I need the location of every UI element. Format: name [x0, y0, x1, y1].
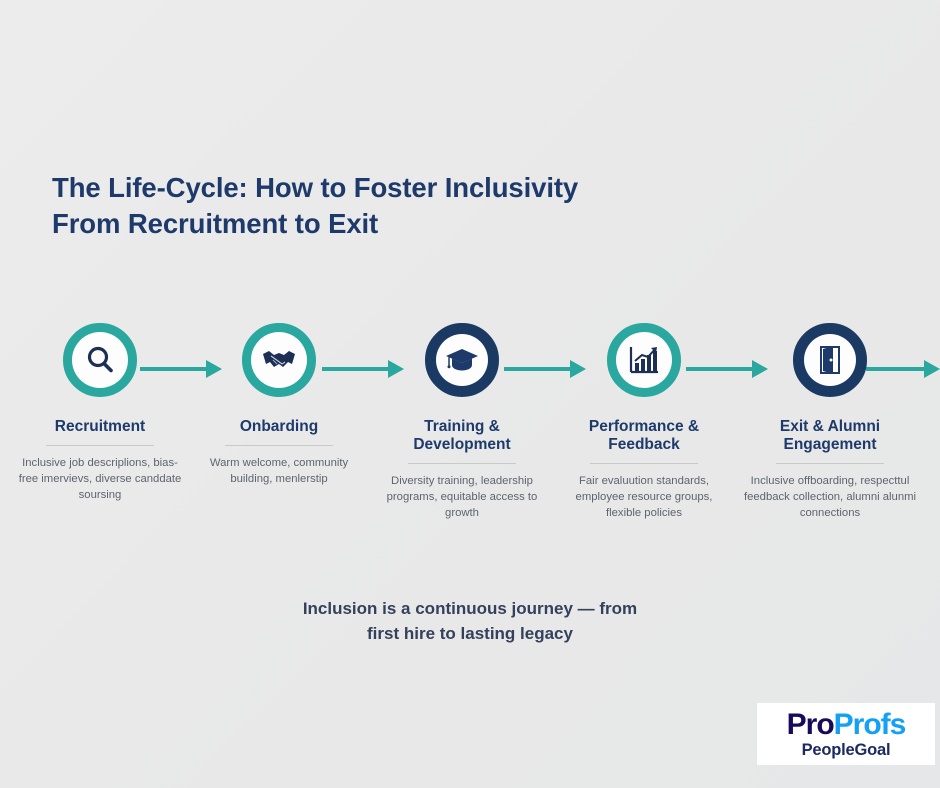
step-icon-circle — [742, 318, 918, 402]
tagline-line-1: Inclusion is a continuous journey — from — [302, 599, 638, 618]
step-icon-circle — [374, 318, 550, 402]
step-icon-circle — [558, 318, 730, 402]
step-description: Inclusive offboarding, respecttul feedba… — [743, 475, 917, 519]
step-title: Performance & Feedback — [588, 418, 700, 453]
page-title-line-2: From Recruitment to Exit — [52, 208, 379, 239]
step-description: Fair evaluution standards, employee reso… — [575, 475, 713, 519]
proprofs-peoplegoal-logo: ProProfs PeopleGoal — [757, 703, 935, 765]
step-title: Onbarding — [239, 418, 319, 435]
lifecycle-step-recruitment[interactable]: Recruitment Inclusive job descriplions, … — [14, 318, 186, 503]
lifecycle-step-onboarding[interactable]: Onbarding Warm welcome, community buildi… — [196, 318, 362, 487]
page-title: The Life-Cycle: How to Foster Inclusivit… — [52, 170, 692, 242]
tagline-line-2: first hire to lasting legacy — [367, 624, 573, 643]
step-divider — [408, 463, 516, 464]
graduation-cap-icon — [445, 346, 479, 374]
step-divider — [46, 445, 154, 446]
step-description: Warm welcome, community building, menler… — [209, 457, 349, 485]
step-description: Diversity training, leadership programs,… — [386, 475, 538, 519]
magnifier-icon — [83, 343, 117, 377]
logo-wordmark-profs: Profs — [833, 708, 907, 741]
lifecycle-flow: Recruitment Inclusive job descriplions, … — [0, 318, 940, 548]
logo-subbrand: PeopleGoal — [801, 741, 891, 759]
step-divider — [225, 445, 333, 446]
step-divider — [776, 463, 884, 464]
open-door-icon — [817, 345, 843, 375]
step-title: Recruitment — [54, 418, 146, 435]
logo-wordmark: ProProfs — [786, 708, 907, 741]
step-description: Inclusive job descriplions, bias-free im… — [18, 457, 182, 501]
tagline: Inclusion is a continuous journey — from… — [0, 596, 940, 646]
step-divider — [590, 463, 698, 464]
lifecycle-step-performance-feedback[interactable]: Performance & Feedback Fair evaluution s… — [558, 318, 730, 521]
step-icon-circle — [14, 318, 186, 402]
step-icon-circle — [196, 318, 362, 402]
step-title: Exit & Alumni Engagement — [779, 418, 881, 453]
page-title-line-1: The Life-Cycle: How to Foster Inclusivit… — [52, 172, 579, 203]
handshake-icon — [261, 345, 297, 375]
lifecycle-step-training-development[interactable]: Training & Development Diversity trainin… — [374, 318, 550, 521]
bar-chart-growth-icon — [628, 345, 660, 375]
lifecycle-step-exit-alumni[interactable]: Exit & Alumni Engagement Inclusive offbo… — [742, 318, 918, 521]
step-title: Training & Development — [413, 418, 511, 453]
logo-wordmark-pro: Pro — [786, 708, 835, 741]
